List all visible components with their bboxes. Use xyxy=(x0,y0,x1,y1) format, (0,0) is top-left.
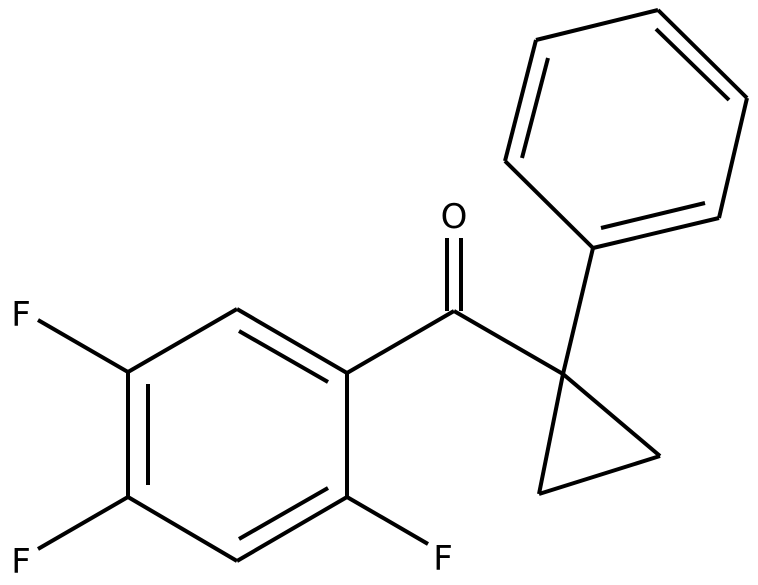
fluorine-label-left-bottom: F xyxy=(11,542,31,582)
bond-ring-4 xyxy=(235,495,349,563)
bond-cyclopropane-2 xyxy=(538,454,661,496)
bond-cyclopropane-3 xyxy=(537,373,565,495)
bond-ring-2 xyxy=(235,307,349,375)
bond-phenyl-2 xyxy=(717,97,749,219)
bond-phenyl-1 xyxy=(592,216,720,250)
bond-ring-inner-1 xyxy=(238,329,329,384)
bond-phenyl-inner-2 xyxy=(654,27,731,102)
bonds xyxy=(36,8,749,563)
bond-cyclopropane-1 xyxy=(561,372,662,458)
bond-phenyl-4 xyxy=(535,8,659,42)
oxygen-label: O xyxy=(441,197,468,237)
fluorine-label-top: F xyxy=(11,295,31,335)
bond-phenyl-3 xyxy=(656,8,749,100)
atom-labels: O F F F xyxy=(11,197,467,582)
bond-cyclopropyl-to-phenyl xyxy=(561,247,595,375)
bond-ring-5 xyxy=(126,495,239,563)
bond-f-top xyxy=(36,318,130,374)
bond-f-right-bottom xyxy=(345,495,430,546)
bond-ring-to-carbonyl xyxy=(345,309,456,375)
bond-phenyl-5 xyxy=(503,39,538,162)
bond-ring-1 xyxy=(126,307,239,374)
bond-phenyl-6 xyxy=(503,159,595,250)
bond-ring-inner-2 xyxy=(238,486,329,541)
bond-f-left-bottom xyxy=(36,495,130,551)
bond-phenyl-inner-3 xyxy=(520,57,550,159)
bond-carbonyl-to-cyclopropyl xyxy=(452,309,565,376)
bond-phenyl-inner-1 xyxy=(600,201,706,230)
fluorine-label-right-bottom: F xyxy=(433,539,453,579)
